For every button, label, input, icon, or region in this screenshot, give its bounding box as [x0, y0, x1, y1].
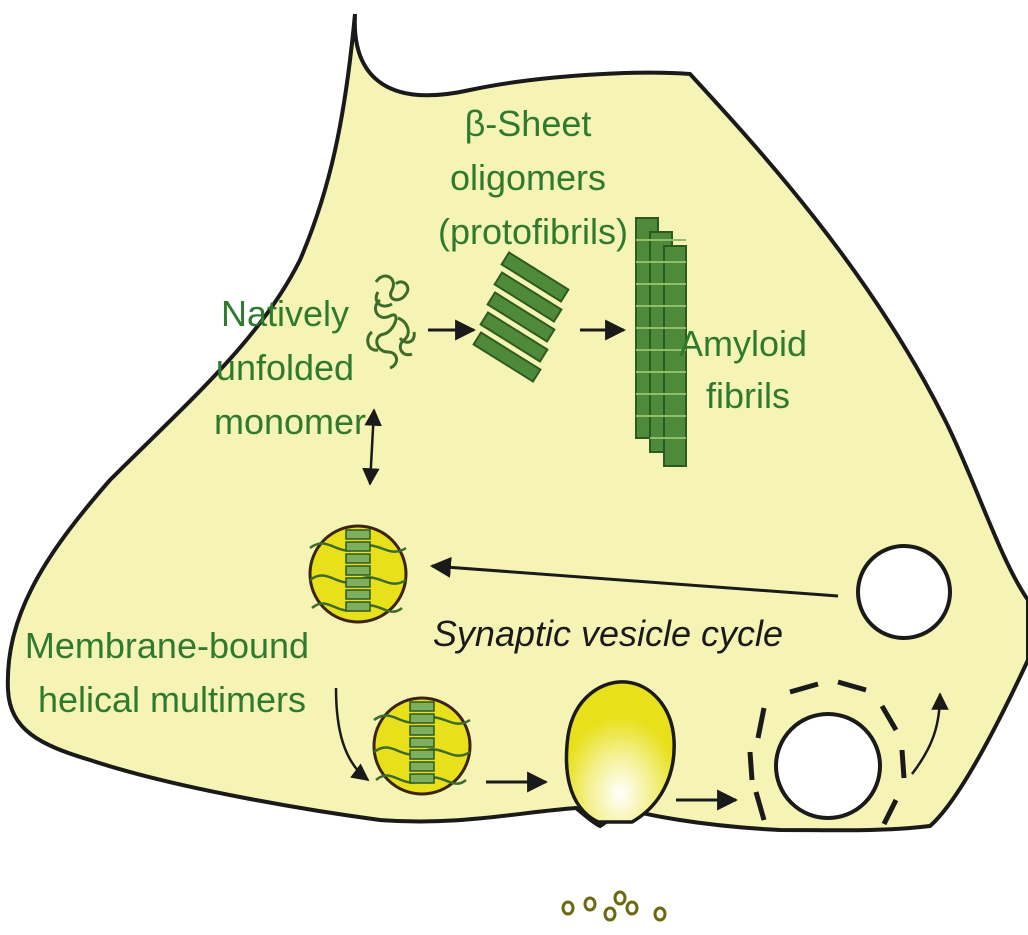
label-synaptic-vesicle-cycle: Synaptic vesicle cycle: [433, 613, 783, 654]
fusing-vesicle: [566, 682, 674, 822]
label-beta-sheet: β-Sheet oligomers (protofibrils): [438, 103, 628, 252]
recycled-vesicle-icon: [858, 546, 950, 638]
helical-multimer-vesicle-lower: [374, 698, 470, 794]
helical-multimer-vesicle-upper: [310, 526, 406, 622]
label-unfolded-monomer: Natively unfolded monomer: [214, 293, 366, 442]
neurotransmitter-icons: [563, 892, 665, 920]
